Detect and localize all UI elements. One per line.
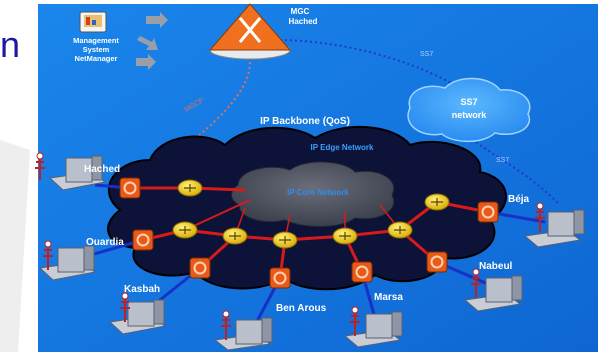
ss7-link-label-lower: SS7 — [496, 157, 509, 164]
site-label-ouardia: Ouardia — [86, 237, 124, 248]
arrow-icons — [136, 12, 168, 70]
site-equipment-ouardia — [38, 240, 97, 281]
site-label-ben-arous: Ben Arous — [276, 303, 327, 314]
site-equipment-marsa — [343, 306, 403, 348]
site-label-marsa: Marsa — [374, 292, 403, 303]
site-equipment-nabeul — [463, 268, 523, 312]
edge-letter: n — [0, 24, 20, 65]
management-label-line1: Management — [73, 36, 119, 45]
mgc-label-line2: Hached — [289, 17, 318, 26]
site-label-nabeul: Nabeul — [479, 261, 513, 272]
ss7-link-label-upper: SS7 — [420, 51, 433, 58]
site-equipment-kasbah — [108, 292, 167, 335]
ip-backbone-label: IP Backbone (QoS) — [260, 116, 350, 127]
mgc-softswitch-icon — [208, 3, 292, 60]
router-hached — [177, 179, 203, 197]
ip-core-cloud — [231, 161, 395, 227]
router-beja — [424, 193, 450, 211]
router-south-west — [222, 227, 248, 245]
router-south-east — [332, 227, 358, 245]
management-label-line2: System — [83, 45, 110, 54]
ss7-network-label-line2: network — [452, 110, 488, 120]
management-label-line3: NetManager — [75, 54, 118, 63]
ip-edge-label: IP Edge Network — [311, 143, 375, 152]
site-equipment-hached — [35, 152, 107, 191]
gateway-ouardia — [132, 229, 154, 251]
site-equipment-beja — [523, 202, 585, 248]
router-east — [387, 221, 413, 239]
gateway-hached — [119, 177, 141, 199]
ss7-link-upper — [274, 39, 461, 89]
ip-core-label: IP Core Network — [287, 188, 349, 197]
gateway-beja — [477, 201, 499, 223]
ss7-network-label-line1: SS7 — [460, 97, 477, 107]
page-shadow — [0, 140, 30, 352]
ss7-network-cloud — [407, 77, 531, 143]
router-west — [172, 221, 198, 239]
management-system-icon — [79, 11, 107, 33]
gateway-kasbah — [189, 257, 211, 279]
site-label-beja: Béja — [508, 194, 530, 205]
router-south — [272, 231, 298, 249]
site-label-hached: Hached — [84, 164, 120, 175]
gateway-nabeul — [426, 251, 448, 273]
site-equipment-ben-arous — [213, 310, 273, 351]
gateway-ben-arous — [269, 267, 291, 289]
gateway-marsa — [351, 261, 373, 283]
mgc-label-line1: MGC — [291, 7, 310, 16]
site-label-kasbah: Kasbah — [124, 284, 160, 295]
